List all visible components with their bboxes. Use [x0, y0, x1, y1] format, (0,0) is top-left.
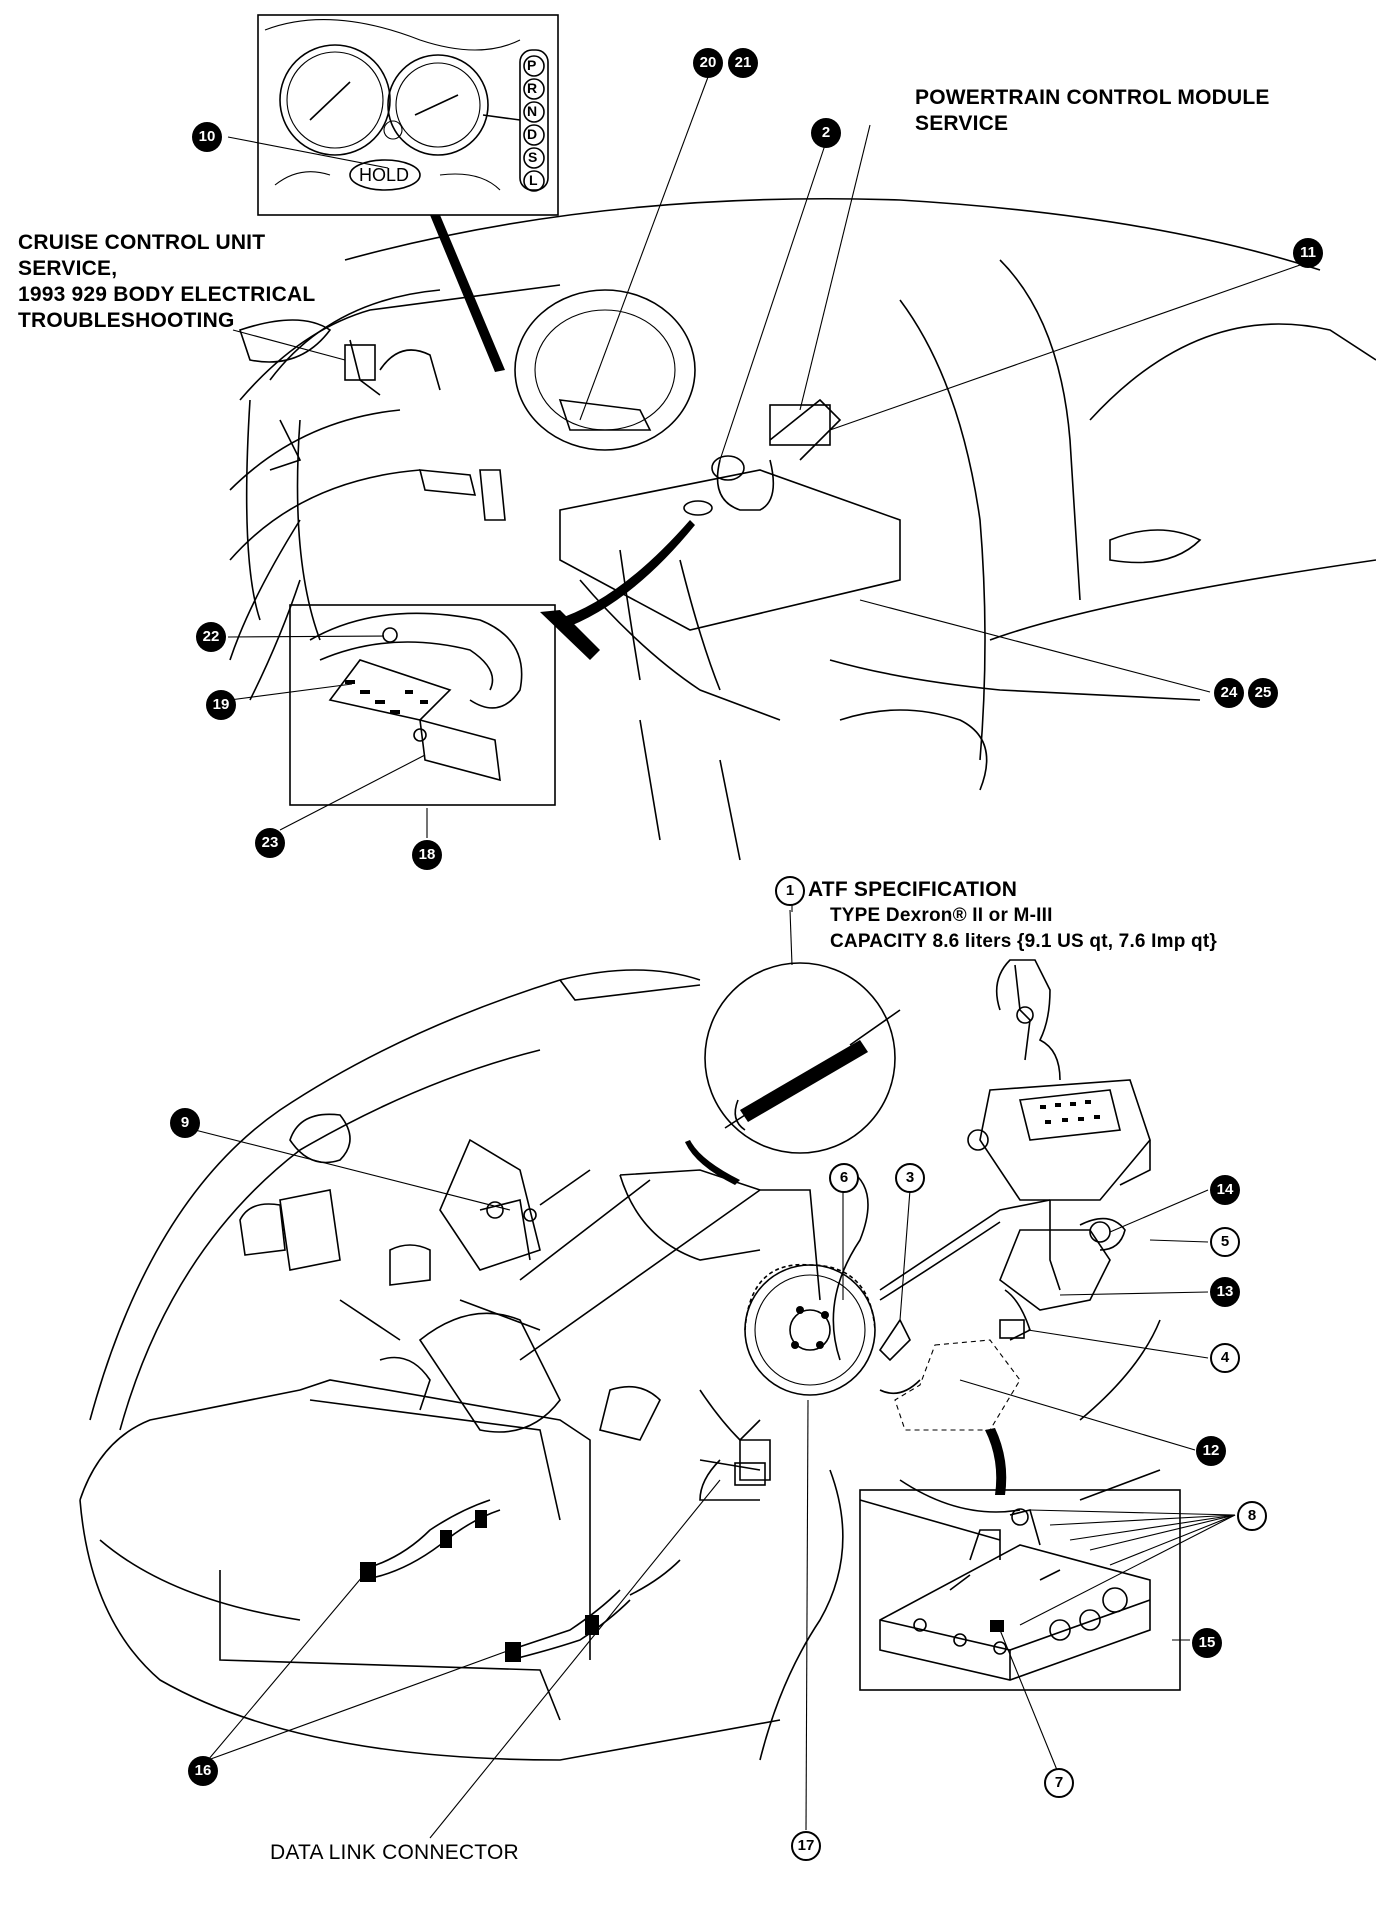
- selector-letter-p: P: [527, 57, 537, 73]
- callout-1: 1: [775, 876, 805, 906]
- callout-2: 2: [811, 118, 841, 148]
- callout-13: 13: [1210, 1277, 1240, 1307]
- selector-letter-s: S: [528, 149, 538, 165]
- callout-8: 8: [1237, 1501, 1267, 1531]
- valve-pointer: [985, 1428, 1007, 1495]
- car-interior-sketch: [229, 197, 1376, 861]
- callout-22: 22: [196, 622, 226, 652]
- instrument-cluster-inset: [257, 14, 559, 216]
- selector-letter-n: N: [527, 103, 538, 119]
- selector-letter-d: D: [527, 126, 538, 142]
- data-link-connector-label: DATA LINK CONNECTOR: [270, 1841, 519, 1864]
- shift-gate-inset: [289, 604, 600, 806]
- callout-10: 10: [192, 122, 222, 152]
- pan-outline: [894, 1339, 1021, 1431]
- callout-25: 25: [1248, 678, 1278, 708]
- cruise-label-line1: CRUISE CONTROL UNIT: [18, 231, 266, 254]
- leader-lines: [194, 76, 1321, 1839]
- callout-6: 6: [829, 1163, 859, 1193]
- selector-letter-r: R: [527, 80, 538, 96]
- cruise-label-line4: TROUBLESHOOTING: [18, 309, 235, 332]
- atf-spec-capacity: CAPACITY 8.6 liters {9.1 US qt, 7.6 Imp …: [830, 931, 1217, 952]
- callout-14: 14: [1210, 1175, 1240, 1205]
- selector-letter-l: L: [529, 172, 538, 188]
- atf-dipstick-detail: [685, 962, 901, 1185]
- gate-pointer: [555, 520, 695, 630]
- hold-indicator: HOLD: [359, 165, 410, 185]
- wiring-harness: [359, 1459, 766, 1662]
- callout-11: 11: [1293, 238, 1323, 268]
- cluster-pointer: [430, 215, 505, 372]
- atf-spec-title: ATF SPECIFICATION: [808, 878, 1018, 901]
- callout-5: 5: [1210, 1227, 1240, 1257]
- callout-18: 18: [412, 840, 442, 870]
- callout-9: 9: [170, 1108, 200, 1138]
- callout-16: 16: [188, 1756, 218, 1786]
- callout-23: 23: [255, 828, 285, 858]
- pcm-label-line2: SERVICE: [915, 112, 1009, 135]
- selector-letter-rings: [523, 55, 545, 192]
- callout-3: 3: [895, 1163, 925, 1193]
- atf-spec-type: TYPE Dexron® II or M-III: [830, 905, 1053, 926]
- callout-7: 7: [1044, 1768, 1074, 1798]
- callout-15: 15: [1192, 1628, 1222, 1658]
- pcm-label-line1: POWERTRAIN CONTROL MODULE: [915, 86, 1270, 109]
- callout-19: 19: [206, 690, 236, 720]
- callout-21: 21: [728, 48, 758, 78]
- callout-4: 4: [1210, 1343, 1240, 1373]
- cruise-label-line2: SERVICE,: [18, 257, 118, 280]
- cruise-label-line3: 1993 929 BODY ELECTRICAL: [18, 283, 316, 306]
- callout-24: 24: [1214, 678, 1244, 708]
- callout-12: 12: [1196, 1436, 1226, 1466]
- callout-17: 17: [791, 1831, 821, 1861]
- shifter-assembly: [878, 959, 1151, 1362]
- engine-bay-sketch: [79, 969, 1161, 1761]
- valve-body-inset: [859, 1489, 1181, 1691]
- callout-20: 20: [693, 48, 723, 78]
